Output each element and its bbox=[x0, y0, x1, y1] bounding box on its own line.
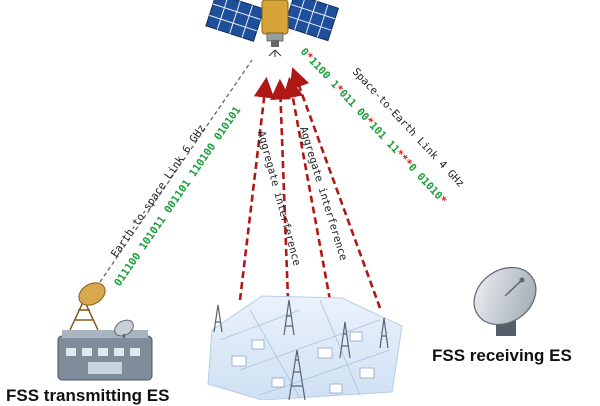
interference-arrow-3 bbox=[282, 76, 332, 301]
receiving-dish-icon bbox=[473, 266, 537, 336]
uplink-line bbox=[99, 59, 253, 283]
signal-rays bbox=[268, 49, 282, 57]
solar-panel-right bbox=[283, 0, 340, 42]
downlink-bit-segment: 1100 1 bbox=[306, 55, 341, 91]
interference-arrow-4 bbox=[289, 67, 382, 309]
interference-arrow-2 bbox=[270, 78, 291, 301]
interference-arrows bbox=[238, 67, 382, 309]
receiving-station-label: FSS receiving ES bbox=[432, 346, 572, 365]
downlink-bit-segment: 011 00 bbox=[337, 87, 372, 123]
interference-arrow-1 bbox=[238, 76, 275, 301]
satellite-body bbox=[261, 0, 289, 35]
interference-label-2: Aggregate interference bbox=[297, 125, 349, 262]
cell-tower-icon bbox=[213, 299, 389, 400]
solar-panel-left bbox=[205, 0, 265, 42]
downlink-bit-segment: 101 11 bbox=[367, 120, 402, 156]
satellite-icon bbox=[205, 0, 340, 57]
transmitting-station-label: FSS transmitting ES bbox=[6, 386, 170, 405]
transmitting-station-icon bbox=[57, 282, 153, 381]
interference-label-1: Aggregate interference bbox=[255, 130, 303, 267]
uplink-bits: 011100 101011 001101 110100 010101 bbox=[112, 104, 243, 288]
uplink-label: Earth-to-space Link 6 GHz bbox=[109, 123, 208, 260]
city-network-icon bbox=[207, 295, 403, 400]
